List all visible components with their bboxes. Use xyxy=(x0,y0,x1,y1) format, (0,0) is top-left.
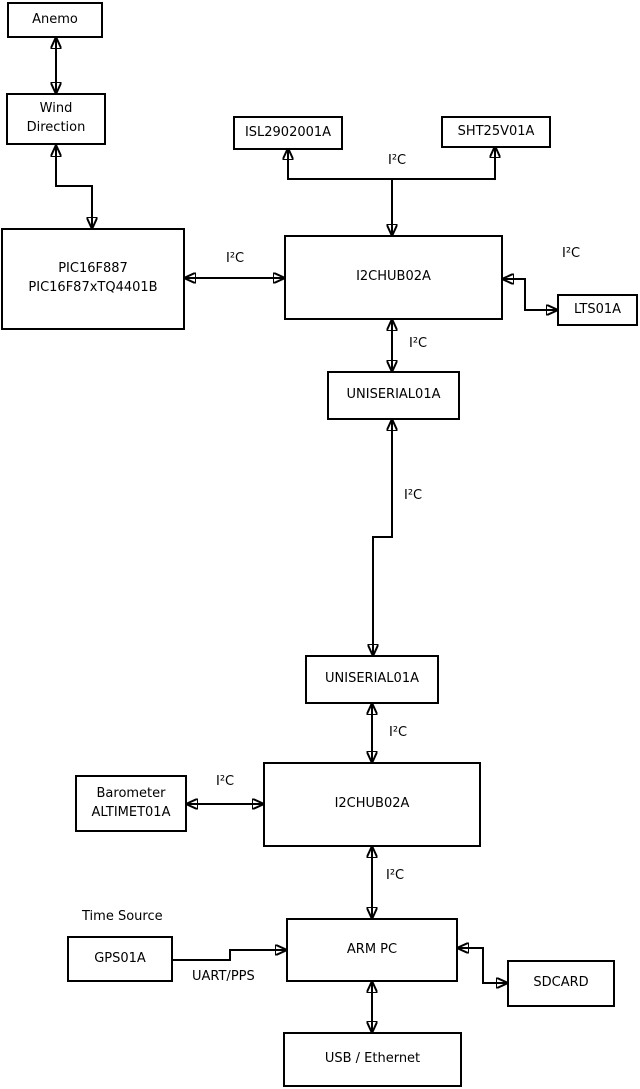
edge-uniserial1-uniserial2 xyxy=(373,420,392,655)
edge-label-i2c-hub1-lts: I²C xyxy=(562,246,581,261)
node-arm-pc-label: ARM PC xyxy=(346,941,398,957)
node-gps01a: GPS01A xyxy=(67,936,173,982)
node-lts01a: LTS01A xyxy=(557,294,638,326)
edge-label-i2c-uniserial2-hub2: I²C xyxy=(389,725,408,740)
edge-label-i2c-barometer-hub2: I²C xyxy=(216,774,235,789)
node-arm-pc: ARM PC xyxy=(286,918,458,982)
node-barometer-altimet01a: Barometer ALTIMET01A xyxy=(75,775,187,832)
node-anemo: Anemo xyxy=(7,2,103,38)
edge-gps-armpc xyxy=(173,950,286,961)
edge-label-uart-pps: UART/PPS xyxy=(192,969,255,984)
node-i2chub02a-upper: I2CHUB02A xyxy=(284,235,503,320)
node-pic16f887: PIC16F887 PIC16F87xTQ4401B xyxy=(1,228,185,330)
node-sdcard: SDCARD xyxy=(507,960,615,1007)
edge-label-time-source: Time Source xyxy=(82,909,163,924)
node-anemo-label: Anemo xyxy=(32,11,78,27)
node-barometer-altimet01a-label: Barometer ALTIMET01A xyxy=(91,785,171,820)
node-gps01a-label: GPS01A xyxy=(94,950,146,966)
node-wind-direction: Wind Direction xyxy=(6,93,106,145)
node-pic16f887-label: PIC16F887 PIC16F87xTQ4401B xyxy=(28,261,158,295)
edge-hub1-lts xyxy=(503,279,557,310)
edge-label-i2c-hub2-armpc: I²C xyxy=(386,868,405,883)
node-sht25v01a: SHT25V01A xyxy=(441,116,551,148)
node-uniserial01a-lower-label: UNISERIAL01A xyxy=(325,671,419,687)
node-i2chub02a-lower-label: I2CHUB02A xyxy=(334,796,410,812)
edge-label-i2c-uniserial-link: I²C xyxy=(404,488,423,503)
edge-wind-pic xyxy=(56,146,92,228)
node-isl2902001a-label: ISL2902001A xyxy=(244,124,332,140)
node-usb-ethernet: USB / Ethernet xyxy=(283,1032,462,1087)
node-i2chub02a-upper-label: I2CHUB02A xyxy=(356,269,431,285)
node-uniserial01a-lower: UNISERIAL01A xyxy=(305,655,439,704)
edge-label-i2c-hub1-uniserial1: I²C xyxy=(409,336,428,351)
edge-armpc-sdcard xyxy=(458,948,507,983)
node-isl2902001a: ISL2902001A xyxy=(233,116,343,150)
edge-label-i2c-hub1-sensors: I²C xyxy=(388,153,407,168)
node-i2chub02a-lower: I2CHUB02A xyxy=(263,762,481,847)
node-wind-direction-label: Wind Direction xyxy=(26,101,86,135)
node-sht25v01a-label: SHT25V01A xyxy=(457,123,535,139)
node-lts01a-label: LTS01A xyxy=(573,301,622,317)
node-sdcard-label: SDCARD xyxy=(533,975,589,991)
edge-label-i2c-pic-hub1: I²C xyxy=(226,251,245,266)
node-usb-ethernet-label: USB / Ethernet xyxy=(324,1051,421,1067)
node-uniserial01a-upper-label: UNISERIAL01A xyxy=(346,387,441,403)
node-uniserial01a-upper: UNISERIAL01A xyxy=(327,371,460,420)
